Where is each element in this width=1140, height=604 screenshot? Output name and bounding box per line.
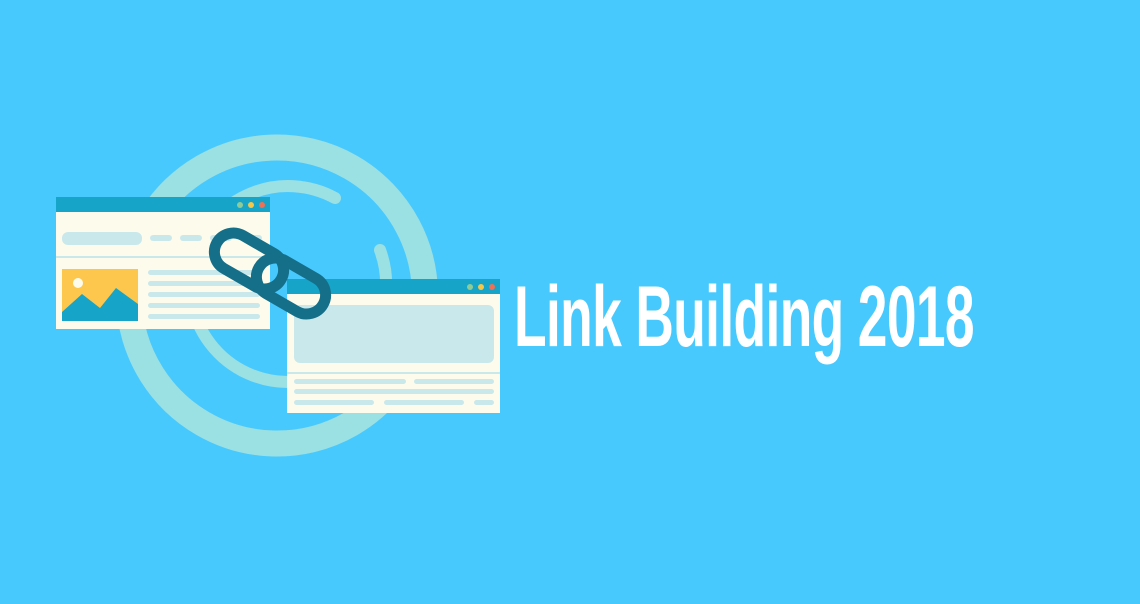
- image-icon: [62, 269, 138, 321]
- window-dot-yellow: [478, 284, 484, 290]
- window-dot-yellow: [248, 202, 254, 208]
- webpage-window-icon: [287, 279, 500, 413]
- chain-link-icon: [208, 227, 332, 320]
- page-title: Link Building 2018: [514, 269, 975, 365]
- window-dot-red: [489, 284, 495, 290]
- window-dot-green: [467, 284, 473, 290]
- window-dot-green: [237, 202, 243, 208]
- webpage-window-icon: [56, 197, 270, 329]
- window-dot-red: [259, 202, 265, 208]
